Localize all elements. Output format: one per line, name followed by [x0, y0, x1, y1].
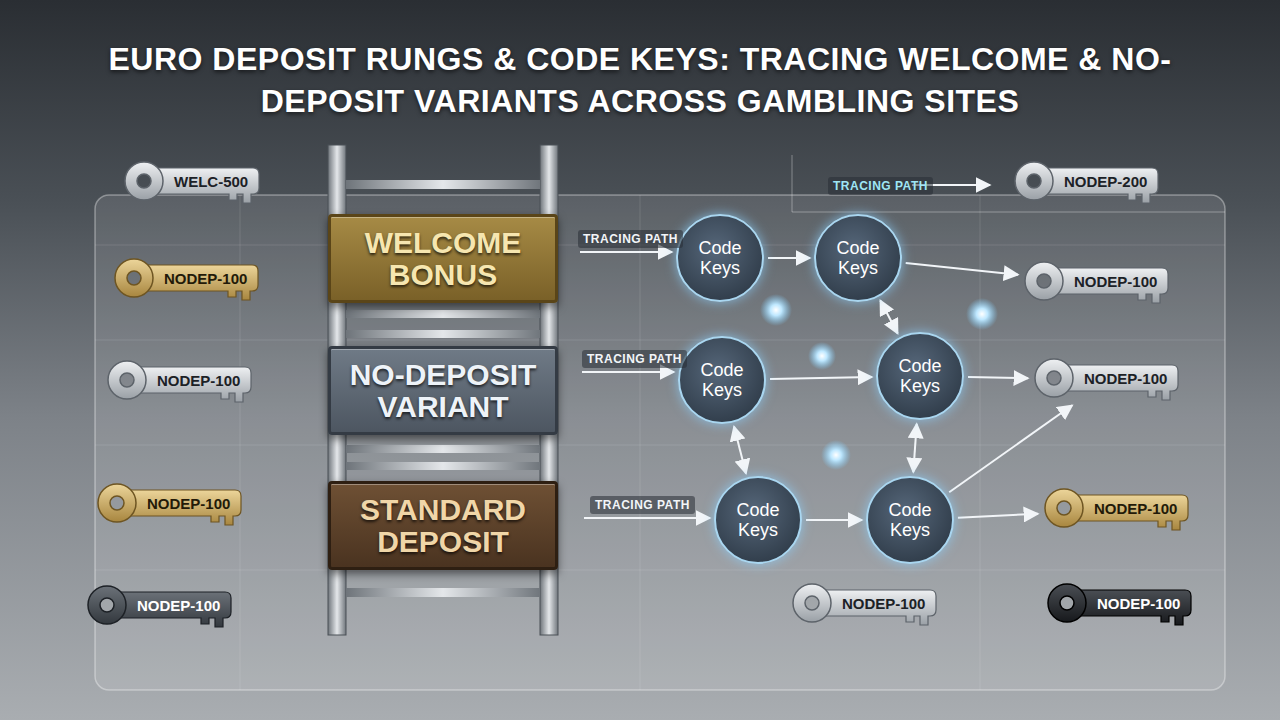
node-text: Code Keys: [690, 238, 750, 278]
node-text: NO-DEPOSIT VARIANT: [343, 359, 543, 422]
code-key: NODEP-100: [85, 584, 237, 630]
node-text: Code Keys: [880, 500, 940, 540]
connector: [734, 427, 746, 474]
code-key: NODEP-100: [1042, 487, 1194, 533]
node-text: NODEP-100: [842, 595, 925, 612]
code-key: NODEP-100: [95, 482, 247, 528]
node-text: NODEP-100: [164, 270, 247, 287]
node-text: Code Keys: [728, 500, 788, 540]
code-key: NODEP-100: [790, 582, 942, 628]
connector: [770, 377, 872, 379]
path-label: TRACING PATH: [828, 177, 933, 195]
code-key: NODEP-100: [105, 359, 257, 405]
code-key: WELC-500: [122, 160, 265, 206]
connector: [958, 514, 1038, 518]
connector: [880, 301, 897, 334]
ladder-rung: WELCOME BONUS: [328, 214, 558, 303]
code-key: NODEP-100: [1032, 357, 1184, 403]
node-text: NODEP-200: [1064, 173, 1147, 190]
code-key: NODEP-100: [1045, 582, 1197, 628]
node-text: NODEP-100: [1097, 595, 1180, 612]
node-text: NODEP-100: [137, 597, 220, 614]
connector: [968, 377, 1028, 378]
connector: [768, 257, 810, 259]
node-text: NODEP-100: [147, 495, 230, 512]
connector: [806, 519, 862, 521]
grid-lines: [95, 195, 1225, 690]
code-keys-circle: Code Keys: [714, 476, 802, 564]
path-label: TRACING PATH: [590, 496, 695, 514]
node-text: NODEP-100: [1094, 500, 1177, 517]
node-text: WELCOME BONUS: [343, 227, 543, 290]
connector: [913, 424, 916, 472]
code-key: NODEP-100: [1022, 260, 1174, 306]
path-label: TRACING PATH: [582, 350, 687, 368]
node-text: STANDARD DEPOSIT: [343, 494, 543, 557]
path-label: TRACING PATH: [578, 230, 683, 248]
node-text: Code Keys: [890, 356, 950, 396]
node-text: Code Keys: [692, 360, 752, 400]
frame-line: [792, 155, 1225, 212]
code-keys-circle: Code Keys: [678, 336, 766, 424]
node-text: NODEP-100: [1074, 273, 1157, 290]
title: EURO DEPOSIT RUNGS & CODE KEYS: TRACING …: [90, 38, 1190, 122]
ladder: [328, 145, 558, 635]
code-key: NODEP-200: [1012, 160, 1164, 206]
code-keys-circle: Code Keys: [876, 332, 964, 420]
ladder-rung: NO-DEPOSIT VARIANT: [328, 346, 558, 435]
code-keys-circle: Code Keys: [676, 214, 764, 302]
code-keys-circle: Code Keys: [814, 214, 902, 302]
node-text: WELC-500: [174, 173, 248, 190]
node-text: Code Keys: [828, 238, 888, 278]
ladder-rung: STANDARD DEPOSIT: [328, 481, 558, 570]
code-key: NODEP-100: [112, 257, 264, 303]
glow-dots: [760, 294, 998, 470]
node-text: NODEP-100: [1084, 370, 1167, 387]
node-text: NODEP-100: [157, 372, 240, 389]
connector: [906, 263, 1018, 275]
glass-panel: [95, 195, 1225, 690]
code-keys-circle: Code Keys: [866, 476, 954, 564]
connector: [949, 405, 1072, 492]
